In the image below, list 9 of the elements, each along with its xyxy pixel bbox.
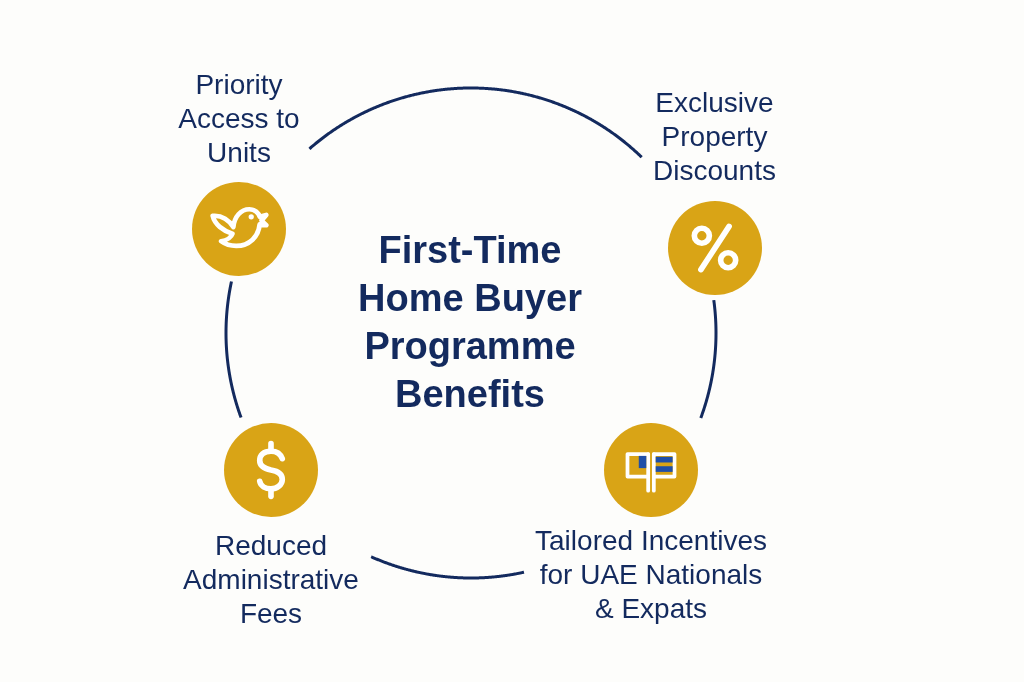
connector-arc	[308, 86, 643, 159]
connector-arc	[370, 555, 525, 580]
benefit-label: Exclusive Property Discounts	[652, 86, 777, 188]
connector-arc	[699, 299, 718, 419]
benefit-label: Reduced Administrative Fees	[182, 529, 360, 631]
connector-arc	[224, 280, 243, 419]
benefit-label: Tailored Incentives for UAE Nationals & Expats	[534, 524, 768, 626]
benefit-label: Priority Access to Units	[177, 68, 301, 170]
diagram-title: First-Time Home Buyer Programme Benefits	[357, 228, 583, 417]
